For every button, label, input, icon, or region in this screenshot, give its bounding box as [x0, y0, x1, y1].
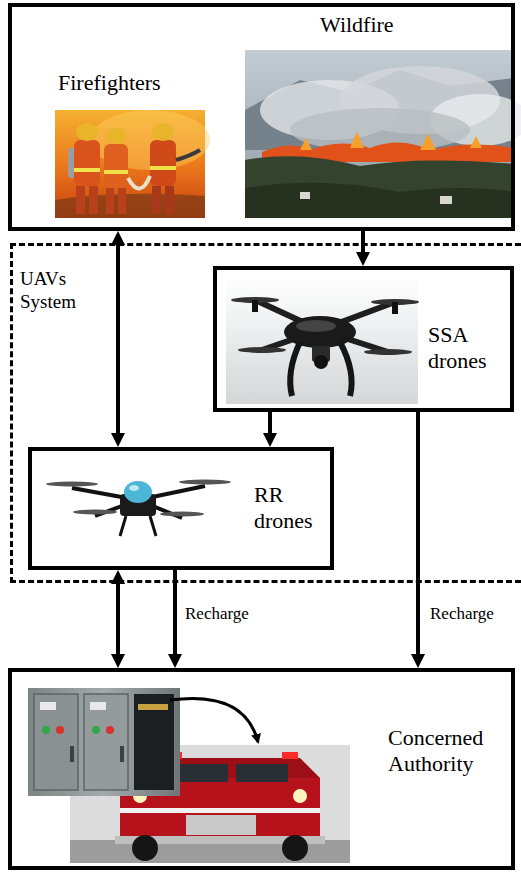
flow-arrow: [416, 412, 420, 656]
rr-drone-photo: [46, 480, 231, 537]
hillside: [245, 156, 515, 218]
leg: [118, 188, 126, 214]
body-highlight: [296, 320, 336, 332]
dome: [124, 481, 152, 503]
camera: [314, 355, 328, 369]
reflective-stripe: [150, 166, 176, 170]
cabinet-opening: [134, 694, 174, 790]
coat: [74, 140, 100, 186]
stripe: [120, 808, 320, 813]
landing-leg: [290, 342, 351, 396]
indicator: [92, 726, 100, 734]
house: [440, 196, 452, 204]
headlight: [293, 789, 307, 803]
coat: [104, 144, 128, 188]
edge-label: Recharge: [428, 604, 496, 624]
rotor: [179, 480, 231, 485]
box-label: SSA drones: [428, 322, 506, 375]
wheel: [282, 835, 308, 861]
windshield: [236, 764, 288, 782]
power-cabinet-photo: [28, 688, 180, 796]
helmet: [106, 128, 126, 144]
wheel: [132, 835, 158, 861]
flow-arrow: [268, 412, 272, 435]
firefighter-figure: [104, 128, 128, 214]
hose: [128, 176, 150, 189]
reflective-stripe: [74, 168, 100, 172]
busbar: [138, 704, 168, 710]
helmet: [152, 123, 174, 141]
cabinet-door: [84, 694, 128, 790]
rotor: [73, 510, 117, 515]
nameplate: [90, 702, 106, 710]
process-box: Concerned Authority: [8, 668, 515, 870]
handle: [70, 746, 74, 762]
box-label: Firefighters: [58, 70, 228, 96]
house: [300, 192, 310, 199]
process-box: Firefighters Wildfire: [8, 3, 515, 231]
indicator: [56, 726, 64, 734]
coat: [150, 140, 176, 186]
bumper-grille: [186, 815, 256, 835]
leg: [165, 186, 174, 214]
box-label: Wildfire: [320, 12, 450, 38]
nameplate: [40, 702, 56, 710]
motor: [392, 302, 398, 314]
roof-light: [282, 752, 298, 759]
leg: [89, 186, 98, 214]
photo-ground: [226, 276, 418, 404]
firefighter-figure: [68, 123, 100, 214]
edge-label: Recharge: [183, 604, 251, 624]
helmet: [76, 123, 98, 141]
flow-arrow: [116, 243, 120, 435]
box-label: UAVs System: [20, 268, 96, 314]
flames: [300, 132, 482, 150]
motor: [252, 300, 258, 312]
handle: [120, 746, 124, 762]
dome-highlight: [129, 485, 139, 491]
leg: [106, 188, 114, 214]
drone-arm: [255, 300, 395, 352]
box-label: RR drones: [254, 482, 326, 535]
wildfire-photo: [245, 50, 521, 218]
cabinet-door: [34, 694, 78, 790]
rotor: [160, 512, 204, 517]
indicator: [42, 726, 50, 734]
ssa-drone-photo: [226, 276, 419, 404]
rotor: [238, 347, 286, 353]
leg: [76, 186, 85, 214]
hose-nozzle: [176, 150, 200, 160]
landing-leg: [120, 516, 156, 536]
indicator: [106, 726, 114, 734]
rotor: [364, 349, 412, 355]
process-box: RR drones: [28, 447, 334, 570]
process-box: SSA drones: [213, 266, 514, 412]
flow-arrow: [116, 582, 120, 656]
box-label: Concerned Authority: [388, 725, 508, 778]
windshield: [176, 764, 228, 782]
rotor: [46, 482, 98, 487]
firefighters-photo: [55, 110, 210, 218]
foreground-trees: [245, 183, 515, 218]
system-region: SSA drones RR drones UAVs System: [10, 243, 521, 583]
drone-body: [284, 316, 356, 348]
firefighter-figure: [150, 123, 200, 214]
cabinet: [28, 688, 180, 796]
reflective-stripe: [104, 170, 128, 174]
curved-arrow: [170, 698, 258, 742]
leg: [152, 186, 161, 214]
